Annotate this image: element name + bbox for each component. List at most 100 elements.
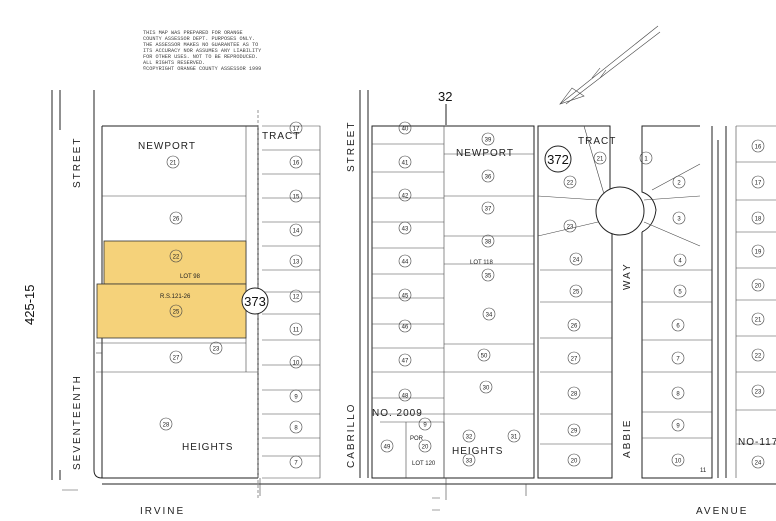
parcel-number[interactable]: 47 [402,359,409,365]
parcel-number[interactable]: 40 [402,127,409,133]
parcel-number[interactable]: 26 [571,324,578,330]
parcel-number[interactable]: 13 [293,260,300,266]
parcel-number[interactable]: 28 [163,423,170,429]
parcel-number[interactable]: 45 [402,294,409,300]
parcel-number[interactable]: 43 [402,227,409,233]
street-label-seventeenth: STREET [72,137,83,188]
parcel-number[interactable]: 9 [676,424,680,430]
tract-name: TRACT [262,131,300,142]
parcel-number[interactable]: 30 [483,386,490,392]
highlighted-parcel[interactable] [103,240,247,285]
parcel-number[interactable]: 42 [402,194,409,200]
cul-de-sac [595,186,645,236]
parcels-far-right: 16 17 18 19 20 21 22 23 24 [751,139,765,469]
disclaimer-line: THIS MAP WAS PREPARED FOR ORANGE [143,30,243,36]
parcel-number[interactable]: 17 [755,181,762,187]
parcel-number[interactable]: 11 [293,328,300,334]
parcel-number[interactable]: 32 [466,435,473,441]
book-label: 425-15 [22,285,37,325]
parcel-number[interactable]: 44 [402,260,409,266]
parcels-right-cul: 21 1 2 3 [593,151,686,225]
lot-label: LOT 118 [470,260,493,266]
parcel-number[interactable]: 31 [511,435,518,441]
parcel-number[interactable]: 10 [293,361,300,367]
parcel-number[interactable]: 36 [485,175,492,181]
parcel-number[interactable]: 3 [677,217,681,223]
parcel-number[interactable]: 11 [700,468,707,474]
parcel-number[interactable]: 21 [170,161,177,167]
disclaimer-line: ©COPYRIGHT ORANGE COUNTY ASSESSOR 1999 [143,65,261,72]
tract-number: NO-117 [738,437,776,448]
parcel-number[interactable]: 34 [486,313,493,319]
parcel-number[interactable]: 27 [173,356,180,362]
parcel-number[interactable]: 20 [571,459,578,465]
sheet-reference-number[interactable]: 372 [547,152,569,167]
parcel-number[interactable]: 20 [755,284,762,290]
parcel-number[interactable]: 46 [402,325,409,331]
parcel-number[interactable]: 19 [755,250,762,256]
parcel-number[interactable]: 7 [676,357,680,363]
parcel-number[interactable]: 5 [678,290,682,296]
parcel-number[interactable]: 48 [402,394,409,400]
parcel-number[interactable]: 23 [213,347,220,353]
parcel-number[interactable]: 25 [173,310,180,316]
parcel-number[interactable]: 22 [567,181,574,187]
parcel-number[interactable]: 35 [485,274,492,280]
parcel-number[interactable]: 10 [675,459,682,465]
parcel-number[interactable]: 22 [173,255,180,261]
disclaimer-note: THIS MAP WAS PREPARED FOR ORANGE COUNTY … [143,30,262,72]
parcel-number[interactable]: 20 [422,445,429,451]
parcel-number[interactable]: 21 [597,157,604,163]
parcel-number[interactable]: 6 [676,324,680,330]
parcel-number[interactable]: 39 [485,138,492,144]
parcel-number[interactable]: 29 [571,429,578,435]
parcel-number[interactable]: 16 [755,145,762,151]
parcels-mid-west: 40 41 42 43 44 45 46 47 48 49 [380,121,412,453]
parcel-number[interactable]: 49 [384,445,391,451]
parcel-number[interactable]: 17 [293,127,300,133]
parcel-number[interactable]: 23 [567,225,574,231]
parcel-number[interactable]: 25 [573,290,580,296]
parcel-number[interactable]: 12 [293,295,300,301]
parcel-number[interactable]: 16 [293,161,300,167]
parcels-mid-east: 39 36 37 38 35 34 50 31 30 [477,132,521,443]
sheet-reference-marker[interactable] [241,287,269,315]
parcel-number[interactable]: 14 [293,229,300,235]
tract-name: NEWPORT [138,141,196,152]
parcel-number[interactable]: 1 [644,157,648,163]
parcel-number[interactable]: 4 [678,259,682,265]
parcel-number[interactable]: 24 [573,258,580,264]
parcel-number[interactable]: 2 [677,181,681,187]
parcel-number[interactable]: 8 [676,392,680,398]
parcel-number[interactable]: 41 [402,161,409,167]
parcel-number[interactable]: 27 [571,357,578,363]
street-label-abbie: WAY [622,262,633,290]
parcel-number[interactable]: 18 [755,217,762,223]
parcel-number[interactable]: 33 [466,459,473,465]
parcel-number[interactable]: 26 [173,217,180,223]
parcel-number[interactable]: 23 [755,390,762,396]
parcel-number[interactable]: 15 [293,195,300,201]
parcel-number[interactable]: 9 [294,395,298,401]
sheet-reference-number[interactable]: 373 [244,294,266,309]
disclaimer-line: FOR OTHER USES. NOT TO BE REPRODUCED. [143,54,258,60]
disclaimer-line: COUNTY ASSESSOR DEPT. PURPOSES ONLY. [143,36,255,42]
parcel-number[interactable]: 7 [294,461,298,467]
street-label-cabrillo: STREET [346,121,357,172]
parcel-number[interactable]: 22 [755,354,762,360]
parcel-number[interactable]: 9 [423,423,427,429]
sheet-reference-marker[interactable] [544,145,572,173]
parcel-number[interactable]: 8 [294,426,298,432]
lot-label: LOT 120 [412,461,436,467]
parcel-number[interactable]: 21 [755,318,762,324]
highlighted-parcel[interactable] [96,283,247,339]
parcel-number[interactable]: 50 [481,354,488,360]
street-label-cabrillo: CABRILLO [346,403,357,468]
street-label-irvine: IRVINE [140,506,185,517]
parcel-number[interactable]: 38 [485,240,492,246]
parcel-number[interactable]: 37 [485,207,492,213]
parcel-number[interactable]: 28 [571,392,578,398]
parcel-number[interactable]: 24 [755,461,762,467]
north-arrow-icon [559,25,661,105]
